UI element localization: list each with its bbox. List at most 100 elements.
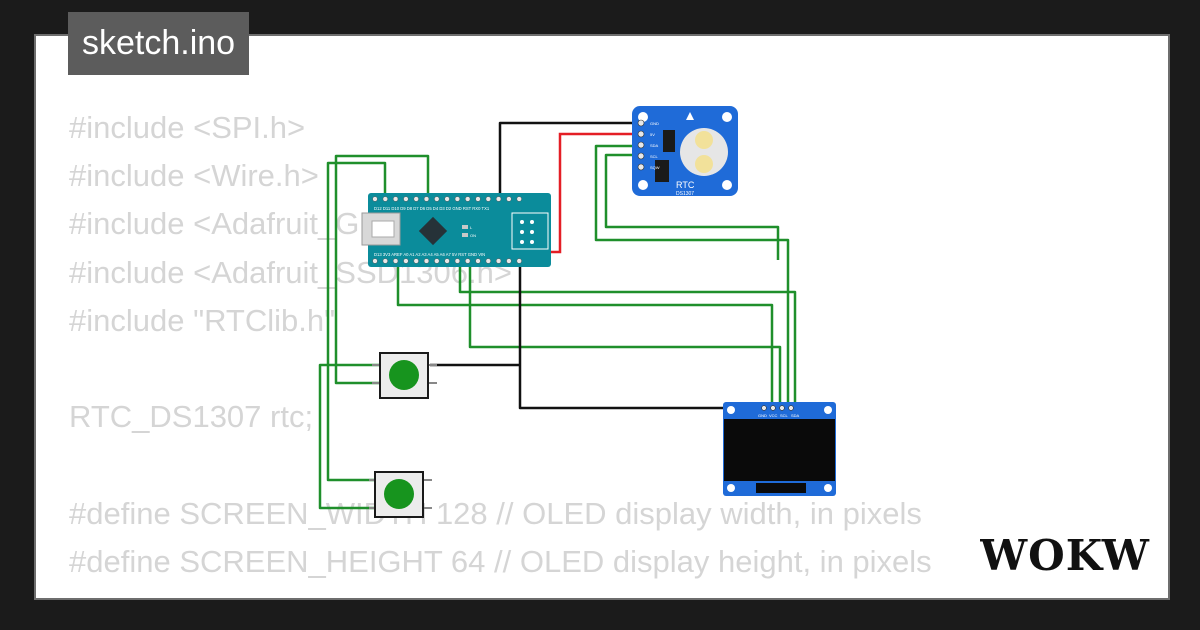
header-pin[interactable] [637,119,645,127]
signal-wires [318,144,797,510]
bottom-pin-header [372,258,522,264]
led-on-label: ON [470,233,476,238]
header-pin[interactable] [637,130,645,138]
header-pin[interactable] [403,196,409,202]
rtc-pin-label: SQW [650,165,660,170]
rtc-chip-label: DS1307 [676,191,694,197]
rtc-mount-holes [638,112,732,190]
header-pin[interactable] [392,196,399,202]
header-pin[interactable] [372,196,378,202]
header-pin[interactable] [434,258,440,264]
header-pin[interactable] [475,258,481,264]
code-line: #include <Wire.h> [69,158,319,194]
wire-button-gnd[interactable] [318,363,381,510]
header-pin[interactable] [465,196,471,202]
file-tab[interactable]: sketch.ino [68,12,250,75]
oled-mount-holes [727,406,832,492]
header-pin[interactable] [637,152,645,160]
preview-card: #include <SPI.h> #include <Wire.h> #includ… [34,34,1170,600]
wire-rtc-scl[interactable] [604,153,780,260]
header-pin[interactable] [779,405,785,411]
oled-pin-label: SDA [791,413,800,418]
arduino-nano[interactable]: D12 D11 D10 D9 D8 D7 D6 D5 D4 D3 D2 GND … [361,193,551,267]
icsp-header [511,212,549,250]
code-editor[interactable]: #include <SPI.h> #include <Wire.h> #includ… [69,104,932,598]
header-pin[interactable] [788,405,794,411]
crystal-icon [655,160,669,182]
code-line: #include <SPI.h> [69,110,306,145]
adafruit-flower-icon [686,112,694,120]
oled-pin-label: SCL [780,413,789,418]
wire-oled-vcc[interactable] [396,262,774,406]
wire-rtc-gnd[interactable] [498,121,640,200]
top-pin-labels: D12 D11 D10 D9 D8 D7 D6 D5 D4 D3 D2 GND … [374,206,490,211]
header-pin[interactable] [413,258,419,264]
header-pin[interactable] [434,196,440,202]
top-pin-header [372,196,522,202]
header-pin[interactable] [516,196,522,202]
gnd-wires [430,121,728,410]
header-pin[interactable] [495,258,502,264]
wokwi-logo-text: WOKWi [980,531,1150,580]
header-pin[interactable] [403,258,409,264]
battery-contact-icon [695,155,713,173]
code-line: RTC_DS1307 rtc; [69,399,314,435]
rtc-title: RTC [676,180,695,190]
button-cap[interactable] [384,479,414,509]
header-pin[interactable] [392,258,399,264]
bottom-pin-labels: D13 3V3 AREF A0 A1 A2 A3 A4 A5 A6 A7 5V … [374,252,485,257]
rtc-pin-label: 5V [650,132,655,137]
wokwi-logo[interactable]: WOKWi [980,530,1150,580]
oled-pin-label: GND [758,413,767,418]
header-pin[interactable] [382,196,388,202]
header-pin[interactable] [637,141,645,149]
rtc-pin-label: SCL [650,154,659,159]
wire-d8-button1[interactable] [334,154,430,385]
rtc-pin-header [637,119,645,171]
coin-cell-holder-icon [680,128,728,176]
pushbutton-1[interactable] [372,352,437,399]
header-pin[interactable] [465,258,471,264]
header-pin[interactable] [485,196,491,202]
button-cap[interactable] [389,360,419,390]
header-pin[interactable] [495,196,502,202]
header-pin[interactable] [454,258,461,264]
led-l-label: L [470,225,473,230]
header-pin[interactable] [506,258,512,264]
oled-screen [724,419,835,481]
header-pin[interactable] [413,196,419,202]
rtc-module[interactable]: RTC DS1307 GND 5V SDA SCL SQW [632,106,738,197]
rtc-pin-label: SDA [650,143,659,148]
pushbutton-2[interactable] [369,471,432,518]
header-pin[interactable] [372,258,378,264]
wire-oled-sda[interactable] [468,262,782,406]
code-line: #define OLED_RESET -1 [69,586,932,598]
wire-rtc-sda[interactable] [594,144,790,406]
header-pin[interactable] [761,405,767,411]
code-line: #define SCREEN_HEIGHT 64 // OLED display… [69,543,932,579]
oled-ribbon [756,483,806,493]
led-on-icon [462,233,468,237]
header-pin[interactable] [485,258,491,264]
wire-d12-button2[interactable] [326,161,387,482]
header-pin[interactable] [506,196,512,202]
header-pin[interactable] [454,196,461,202]
header-pin[interactable] [382,258,388,264]
wire-oled-scl[interactable] [458,262,797,406]
wire-oled-gnd[interactable] [518,262,728,410]
rtc-chip-icon [663,130,675,152]
header-pin[interactable] [516,258,522,264]
usb-connector [371,220,395,238]
header-pin[interactable] [475,196,481,202]
header-pin[interactable] [423,258,430,264]
header-pin[interactable] [444,196,450,202]
header-pin[interactable] [637,163,645,171]
header-pin[interactable] [423,196,430,202]
header-pin[interactable] [444,258,450,264]
header-pin[interactable] [770,405,776,411]
code-line: #include "RTClib.h" [69,302,336,338]
oled-pin-label: VCC [769,413,778,418]
oled-display[interactable]: GND VCC SCL SDA [723,402,836,496]
led-l-icon [462,225,468,229]
